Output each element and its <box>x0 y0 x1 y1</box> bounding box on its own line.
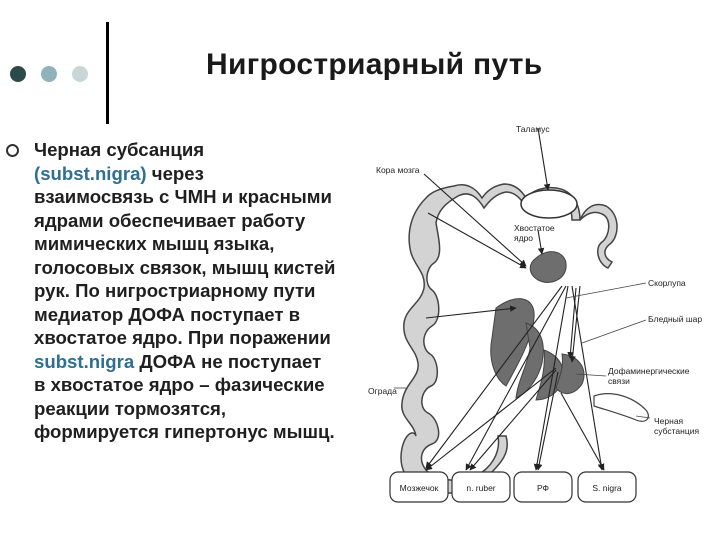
arrow <box>538 128 548 190</box>
arrow <box>538 230 542 254</box>
bullet-line: голосовых связок, мышц кистей <box>34 256 379 280</box>
substantia-nigra-shape <box>594 394 648 422</box>
bullet-line: рук. По нигростриарному пути <box>34 279 379 303</box>
bullet-line: реакции тормозятся, <box>34 397 379 421</box>
box-red-nucleus-label: n. ruber <box>466 483 495 493</box>
label-caudate-2: ядро <box>514 233 533 243</box>
bullet-line: мимических мышц языка, <box>34 232 379 256</box>
leader <box>566 283 646 298</box>
bullet-line: формируется гипертонус мышц. <box>34 420 379 444</box>
label-dopamine-2: связи <box>608 376 630 386</box>
slide-title: Нигростриарный путь <box>206 48 543 82</box>
label-fence: Ограда <box>368 386 397 396</box>
bullet-line: ядрами обеспечивает работу <box>34 209 379 233</box>
dot-mid <box>41 66 57 82</box>
label-cortex: Кора мозга <box>376 165 420 175</box>
bullet-line: в хвостатое ядро – фазические <box>34 373 379 397</box>
subst-nigra-term: subst.nigra <box>34 351 134 372</box>
bullet-line: медиатор ДОФА поступает в <box>34 303 379 327</box>
label-globus-pallidus: Бледный шар <box>648 314 702 324</box>
label-putamen: Скорлупа <box>648 278 686 288</box>
bullet-line: Черная субсанция <box>34 138 379 162</box>
label-dopamine: Дофаминергические <box>608 366 690 376</box>
arrow <box>470 370 556 470</box>
box-sn-label: S. nigra <box>592 483 622 493</box>
decorative-dots <box>10 66 100 86</box>
label-sn: Черная <box>654 416 684 426</box>
caudate-nucleus <box>530 252 566 283</box>
label-sn-2: субстанция <box>654 426 699 436</box>
bullet-text: Черная субсанция (subst.nigra) через вза… <box>34 138 379 444</box>
box-spinal-label: Мозжечок <box>400 483 439 493</box>
dot-dark <box>10 66 26 82</box>
bullet-line: взаимосвязь с ЧМН и красными <box>34 185 379 209</box>
bullet-line: subst.nigra ДОФА не поступает <box>34 350 379 374</box>
title-divider <box>106 22 109 124</box>
cortex-outline-right <box>580 205 617 268</box>
dot-light <box>72 66 88 82</box>
thalamus <box>521 190 577 218</box>
bullet-line: хвостатое ядро. При поражении <box>34 326 379 350</box>
box-rf-label: РФ <box>537 483 549 493</box>
label-thalamus: Таламус <box>516 124 550 134</box>
leader <box>582 320 646 343</box>
nigrostriatal-diagram: Таламус Кора мозга Хвостатое ядро Скорлу… <box>366 118 720 538</box>
label-caudate: Хвостатое <box>514 223 555 233</box>
bullet-line: (subst.nigra) через <box>34 162 379 186</box>
globus-pallidus <box>556 354 584 394</box>
bullet-icon <box>6 144 19 157</box>
arrow <box>426 368 556 470</box>
subst-nigra-term: (subst.nigra) <box>34 163 147 184</box>
